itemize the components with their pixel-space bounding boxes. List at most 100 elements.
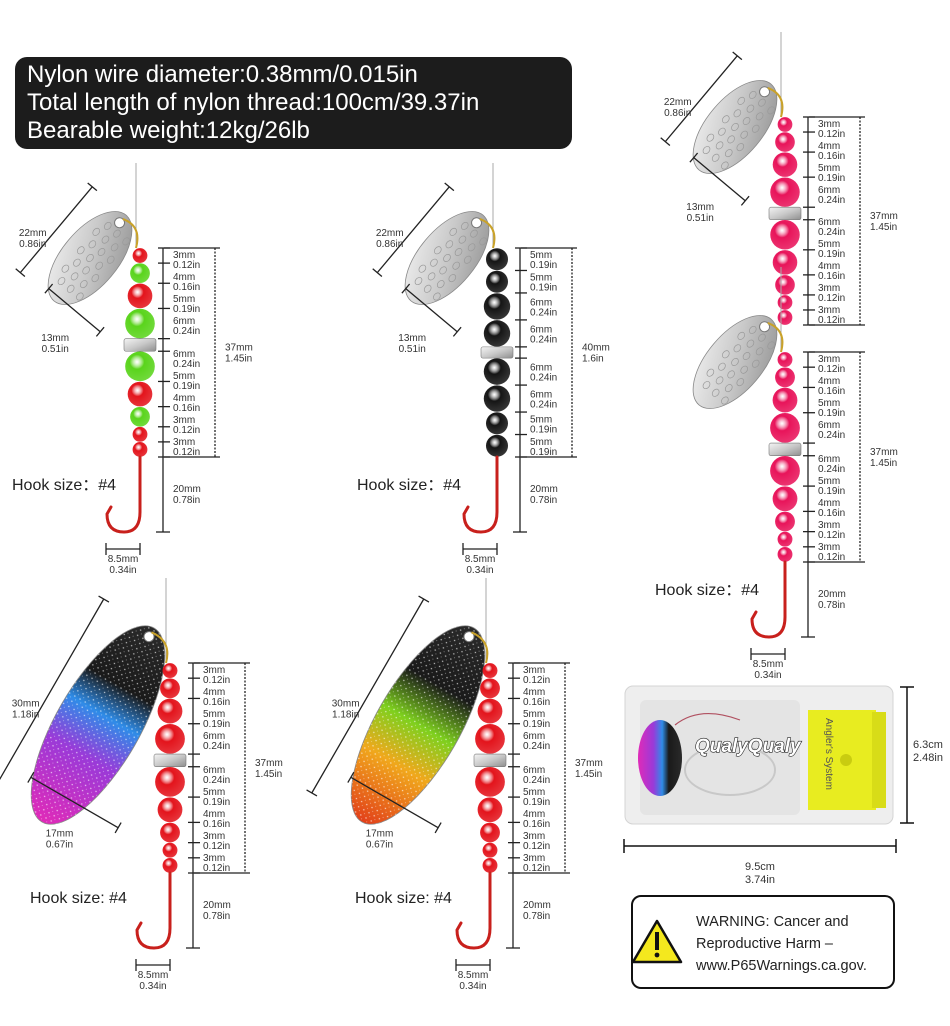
blade-width-mm: 17mm: [46, 829, 74, 840]
bead: [160, 822, 180, 843]
bead: [130, 263, 150, 284]
bead-size-in: 0.24in: [173, 326, 200, 337]
bead-size-mm: 5mm: [523, 787, 545, 798]
bead-size-mm: 4mm: [523, 809, 545, 820]
rhinestone-spacer: [153, 753, 187, 768]
blade-length-in: 0.86in: [664, 108, 691, 119]
bead-size-in: 0.12in: [818, 364, 845, 375]
bead: [155, 767, 185, 797]
bead: [483, 293, 511, 320]
bead-size-mm: 6mm: [818, 454, 840, 465]
hook-width-in: 0.34in: [139, 981, 166, 992]
bead: [770, 220, 800, 250]
bead-size-in: 0.24in: [523, 775, 550, 786]
spinner-blade: [692, 80, 778, 174]
blade-length-mm: 22mm: [376, 228, 404, 239]
box-width-in: 3.74in: [745, 874, 775, 886]
bead-size-mm: 3mm: [203, 853, 225, 864]
bead-size-mm: 6mm: [523, 765, 545, 776]
bead-size-mm: 5mm: [530, 437, 552, 448]
bead-size-mm: 4mm: [203, 687, 225, 698]
bead-dimension-ticks: 3mm0.12in4mm0.16in5mm0.19in6mm0.24in6mm0…: [801, 351, 846, 638]
bead: [132, 426, 148, 442]
blade-length-mm: 22mm: [19, 228, 47, 239]
total-length-mm: 37mm: [870, 447, 898, 458]
bead: [475, 724, 505, 754]
bead-size-in: 0.16in: [523, 819, 550, 830]
bead: [777, 310, 793, 325]
bead-size-mm: 5mm: [818, 476, 840, 487]
bead: [772, 387, 798, 413]
bead-size-mm: 5mm: [818, 163, 840, 174]
bead-size-in: 0.12in: [203, 863, 230, 874]
bead-size-in: 0.16in: [523, 697, 550, 708]
bead: [480, 822, 500, 843]
warning-triangle-icon: [631, 919, 683, 964]
hook-width-in: 0.34in: [459, 981, 486, 992]
bead-size-in: 0.19in: [530, 260, 557, 271]
bead-size-mm: 4mm: [523, 687, 545, 698]
box-width-dimension: [623, 839, 897, 853]
blade-width-mm: 13mm: [41, 333, 69, 344]
bead-size-mm: 3mm: [173, 437, 195, 448]
angler-card-label: Angler's System: [823, 718, 834, 790]
hook-length-mm: 20mm: [523, 900, 551, 911]
bead: [482, 857, 498, 873]
blade-width-in: 0.67in: [366, 840, 393, 851]
total-length-in: 1.45in: [255, 769, 282, 780]
bead-size-in: 0.24in: [818, 227, 845, 238]
rhinestone-spacer: [473, 753, 507, 768]
bead: [477, 698, 503, 724]
bead-size-in: 0.24in: [530, 307, 557, 318]
hook-length-in: 0.78in: [173, 495, 200, 506]
spinner-blade: [350, 625, 486, 825]
bead-size-mm: 4mm: [818, 498, 840, 509]
spec-thread-length: Total length of nylon thread:100cm/39.37…: [27, 89, 480, 116]
blade-length-in: 1.18in: [12, 709, 39, 720]
bead: [772, 152, 798, 177]
hook-length-in: 0.78in: [530, 495, 557, 506]
blade-width-mm: 17mm: [366, 829, 394, 840]
bead: [482, 842, 498, 858]
bead-size-in: 0.24in: [818, 430, 845, 441]
bead-stack: [480, 248, 514, 457]
bead-size-mm: 6mm: [173, 349, 195, 360]
hook-width-mm: 8.5mm: [138, 970, 169, 981]
bead-size-mm: 4mm: [203, 809, 225, 820]
bead-size-mm: 4mm: [173, 393, 195, 404]
bead-size-mm: 6mm: [530, 363, 552, 374]
hook-width-mm: 8.5mm: [465, 554, 496, 565]
bead-size-in: 0.19in: [203, 797, 230, 808]
warning-line-3: www.P65Warnings.ca.gov.: [695, 958, 867, 974]
bead: [125, 351, 155, 382]
bead-size-in: 0.24in: [173, 359, 200, 370]
bead-size-in: 0.19in: [818, 173, 845, 184]
bead-size-mm: 6mm: [530, 390, 552, 401]
bead-size-in: 0.12in: [523, 675, 550, 686]
bead-size-in: 0.19in: [173, 381, 200, 392]
blade-width-in: 0.51in: [42, 344, 69, 355]
bead: [132, 442, 148, 457]
bead-size-in: 0.12in: [818, 552, 845, 563]
bead: [775, 511, 795, 532]
bead-size-in: 0.24in: [523, 741, 550, 752]
box-height-cm: 6.3cm: [913, 739, 943, 751]
clevis: [471, 631, 489, 664]
total-length-mm: 37mm: [575, 758, 603, 769]
bead-size-mm: 3mm: [818, 283, 840, 294]
bead: [770, 413, 800, 443]
bead-size-mm: 3mm: [173, 250, 195, 261]
hook-length-mm: 20mm: [173, 484, 201, 495]
bead: [777, 117, 793, 132]
rhinestone-spacer: [768, 206, 802, 221]
bead-size-in: 0.12in: [818, 315, 845, 326]
bead-size-mm: 4mm: [818, 261, 840, 272]
